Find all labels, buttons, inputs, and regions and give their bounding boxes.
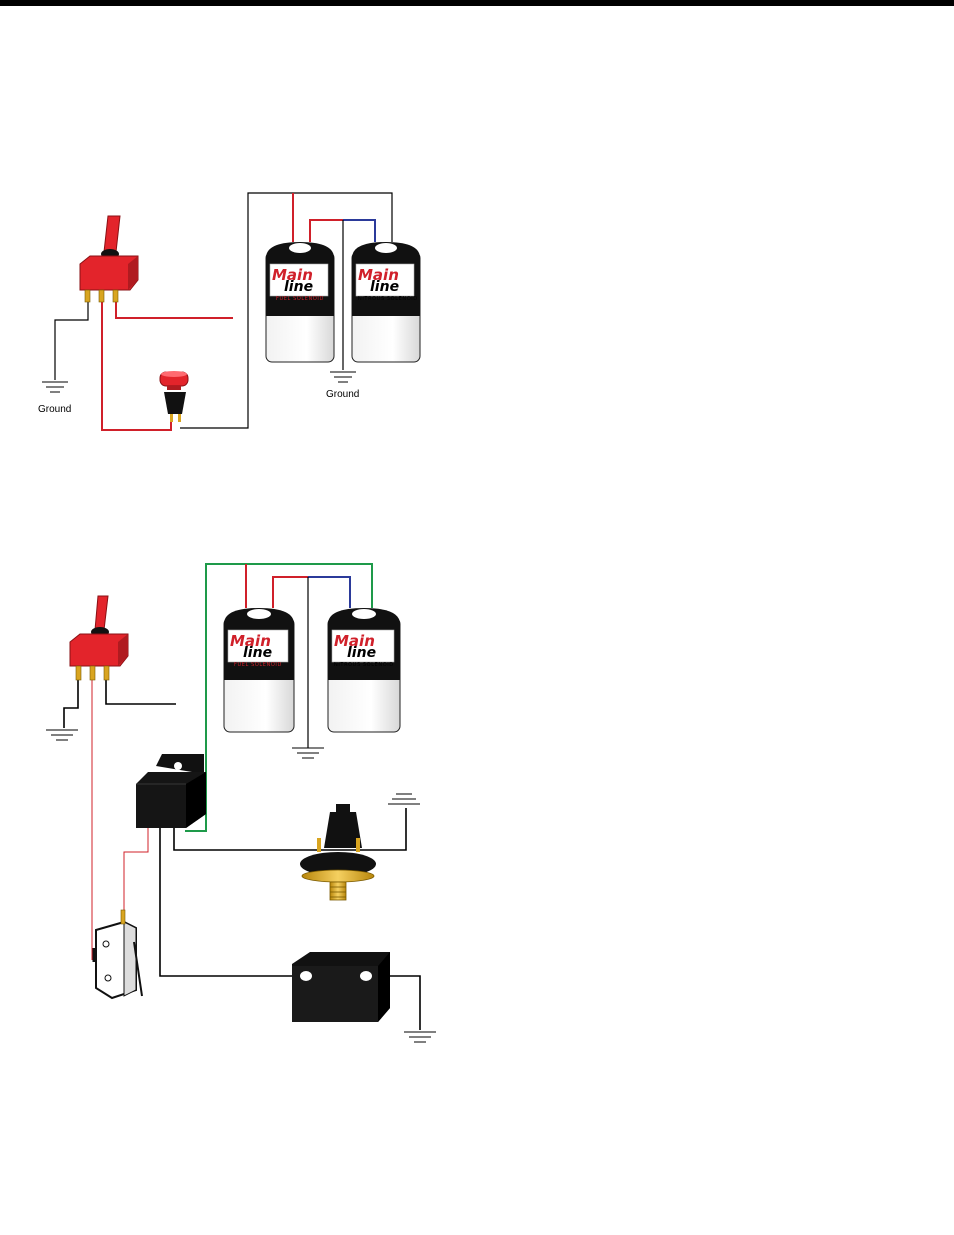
wire-black-switch-ground — [64, 680, 78, 728]
wire-black-relay-to-battery — [160, 826, 298, 976]
solenoid-name: NITROUS SOLENOID — [358, 296, 418, 302]
wire-red-switch-to-button — [102, 300, 171, 430]
solenoid-name: FUEL SOLENOID — [234, 662, 282, 668]
solenoid-brand-2: line — [243, 645, 272, 661]
wire-blue-bridge — [308, 577, 350, 608]
wire-blue-bridge — [343, 220, 375, 242]
solenoid-name: NITROUS SOLENOID — [334, 662, 394, 668]
wire-black-switch-out — [106, 680, 176, 704]
solenoid-name: FUEL SOLENOID — [276, 296, 324, 302]
ground-label-left: Ground — [38, 404, 71, 415]
wire-black-relay-to-pressure — [174, 808, 406, 850]
micro-switch[interactable] — [94, 910, 142, 998]
ground-symbol-switch — [46, 730, 78, 740]
diagram-2: Main line FUEL SOLENOID Main line NITROU… — [46, 564, 436, 1042]
fuel-solenoid-1: Main line FUEL SOLENOID — [266, 242, 334, 362]
ground-symbol-pressure — [388, 794, 420, 804]
battery — [292, 952, 390, 1022]
wire-red-bridge — [273, 577, 308, 608]
push-button-1[interactable] — [160, 371, 188, 422]
solenoid-brand-2: line — [347, 645, 376, 661]
toggle-switch-1[interactable] — [80, 216, 138, 302]
diagram-1: Ground Ground — [38, 193, 420, 430]
nitrous-solenoid-1: Main line NITROUS SOLENOID — [352, 242, 420, 362]
fuel-solenoid-2: Main line FUEL SOLENOID — [224, 608, 294, 732]
solenoid-brand-2: line — [284, 279, 313, 295]
wire-black-battery-ground — [386, 976, 420, 1030]
ground-symbol-solenoid — [292, 748, 324, 758]
ground-label-right: Ground — [326, 389, 359, 400]
relay — [136, 754, 206, 828]
solenoid-brand-2: line — [370, 279, 399, 295]
wire-red-switch-to-solenoid — [116, 300, 233, 318]
ground-symbol-left — [42, 382, 68, 392]
wire-red-bridge — [310, 220, 343, 242]
wire-red-relay-to-microswitch — [124, 826, 148, 912]
wire-black-switch-ground — [55, 300, 88, 380]
pressure-switch — [300, 804, 376, 900]
ground-symbol-right — [330, 372, 356, 382]
ground-symbol-battery — [404, 1032, 436, 1042]
nitrous-solenoid-2: Main line NITROUS SOLENOID — [328, 608, 400, 732]
toggle-switch-2[interactable] — [70, 596, 128, 680]
